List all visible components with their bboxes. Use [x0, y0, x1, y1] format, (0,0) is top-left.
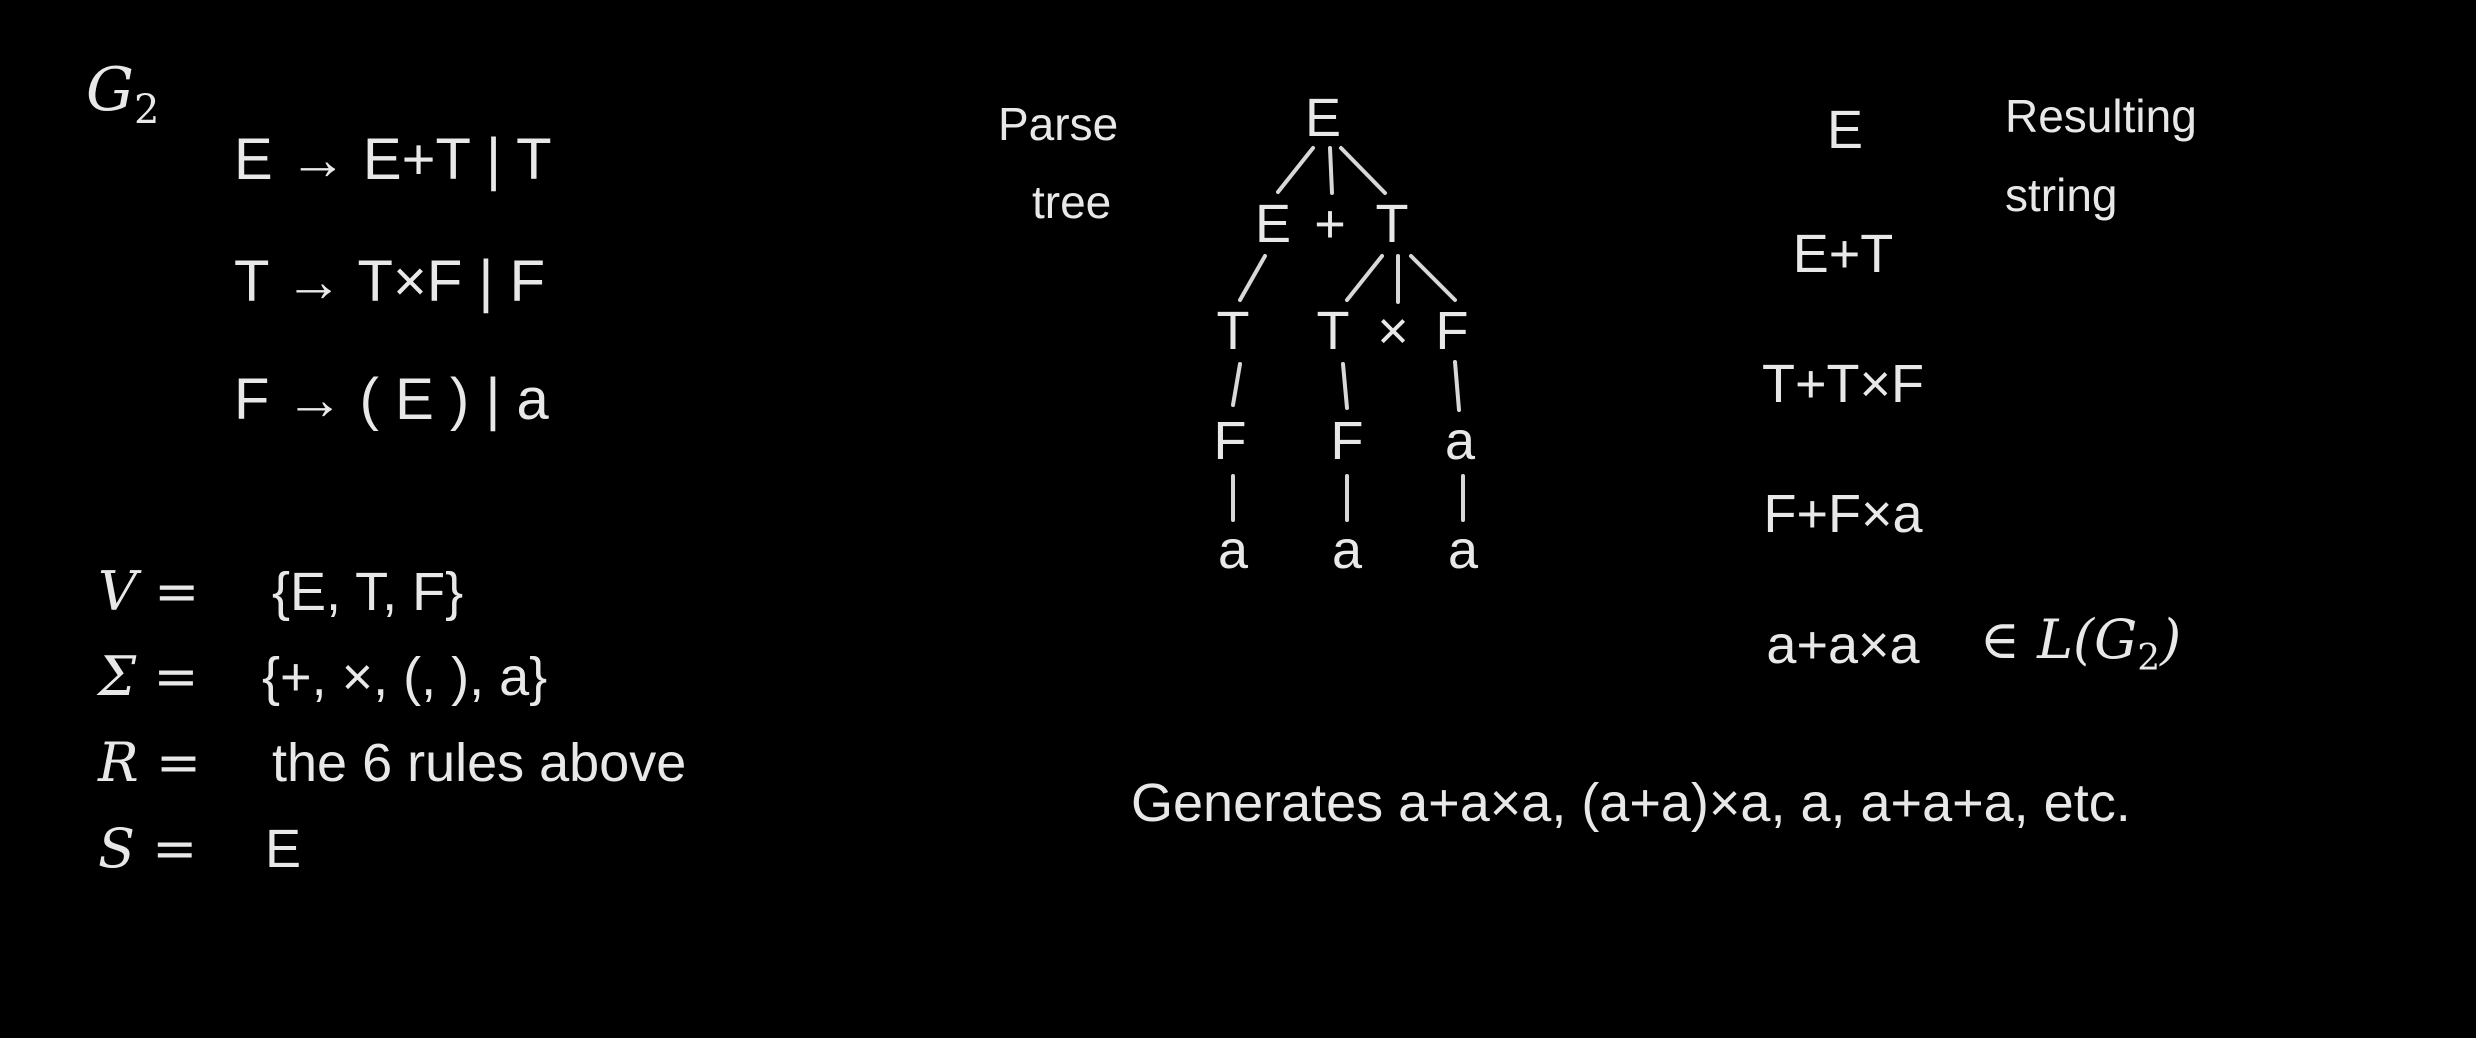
def-v-symbol: V = — [98, 560, 200, 623]
tree-node: a — [1447, 520, 1479, 580]
footer-text: Generates a+a×a, (a+a)×a, a, a+a+a, etc. — [1131, 773, 2131, 833]
tree-node: F — [1435, 301, 1469, 361]
tree-node: a — [1444, 411, 1476, 471]
tree-node: a — [1331, 520, 1363, 580]
parse-tree-label-1: Parse — [998, 98, 1119, 150]
tree-node: E — [1254, 194, 1292, 254]
tree-node: + — [1314, 194, 1346, 254]
def-s-value: E — [265, 819, 302, 879]
def-s-symbol: S = — [98, 817, 198, 880]
derivation-step: a+a×a — [1766, 615, 1920, 675]
def-v-value: {E, T, F} — [272, 562, 464, 622]
tree-edge — [1409, 254, 1457, 302]
derivation-step: F+F×a — [1763, 484, 1923, 544]
tree-edge — [1328, 146, 1334, 195]
derivation-step: E+T — [1792, 224, 1894, 284]
def-sigma-value: {+, ×, (, ), a} — [262, 647, 548, 707]
tree-node: × — [1377, 301, 1409, 361]
tree-edge — [1341, 362, 1349, 410]
tree-edge — [1453, 360, 1461, 412]
def-sigma-symbol: Σ = — [98, 645, 199, 708]
rule-e: E → E+T | T — [234, 127, 552, 192]
tree-node: F — [1330, 411, 1364, 471]
derivation-step: E — [1826, 100, 1864, 160]
derivation-step: T+T×F — [1761, 354, 1925, 414]
rule-f: F → ( E ) | a — [234, 367, 549, 432]
tree-edge — [1276, 146, 1315, 194]
tree-edge — [1345, 254, 1384, 302]
tree-node: T — [1216, 301, 1250, 361]
rule-t: T → T×F | F — [234, 249, 546, 314]
result-label-2: string — [2005, 169, 2118, 221]
tree-node-root: E — [1304, 88, 1342, 148]
tree-node: a — [1217, 520, 1249, 580]
language-membership: ∈ L(G2) — [1980, 608, 2182, 679]
tree-node: T — [1316, 301, 1350, 361]
tree-edge — [1238, 254, 1267, 302]
parse-tree-label-2: tree — [1032, 176, 1112, 228]
tree-edge — [1339, 146, 1387, 195]
tree-node: T — [1375, 194, 1409, 254]
result-label-1: Resulting — [2005, 90, 2197, 142]
grammar-name: G2 — [86, 55, 160, 133]
def-r-symbol: R = — [98, 731, 202, 794]
def-r-value: the 6 rules above — [272, 733, 687, 793]
tree-edge — [1231, 362, 1242, 407]
tree-node: F — [1213, 411, 1247, 471]
